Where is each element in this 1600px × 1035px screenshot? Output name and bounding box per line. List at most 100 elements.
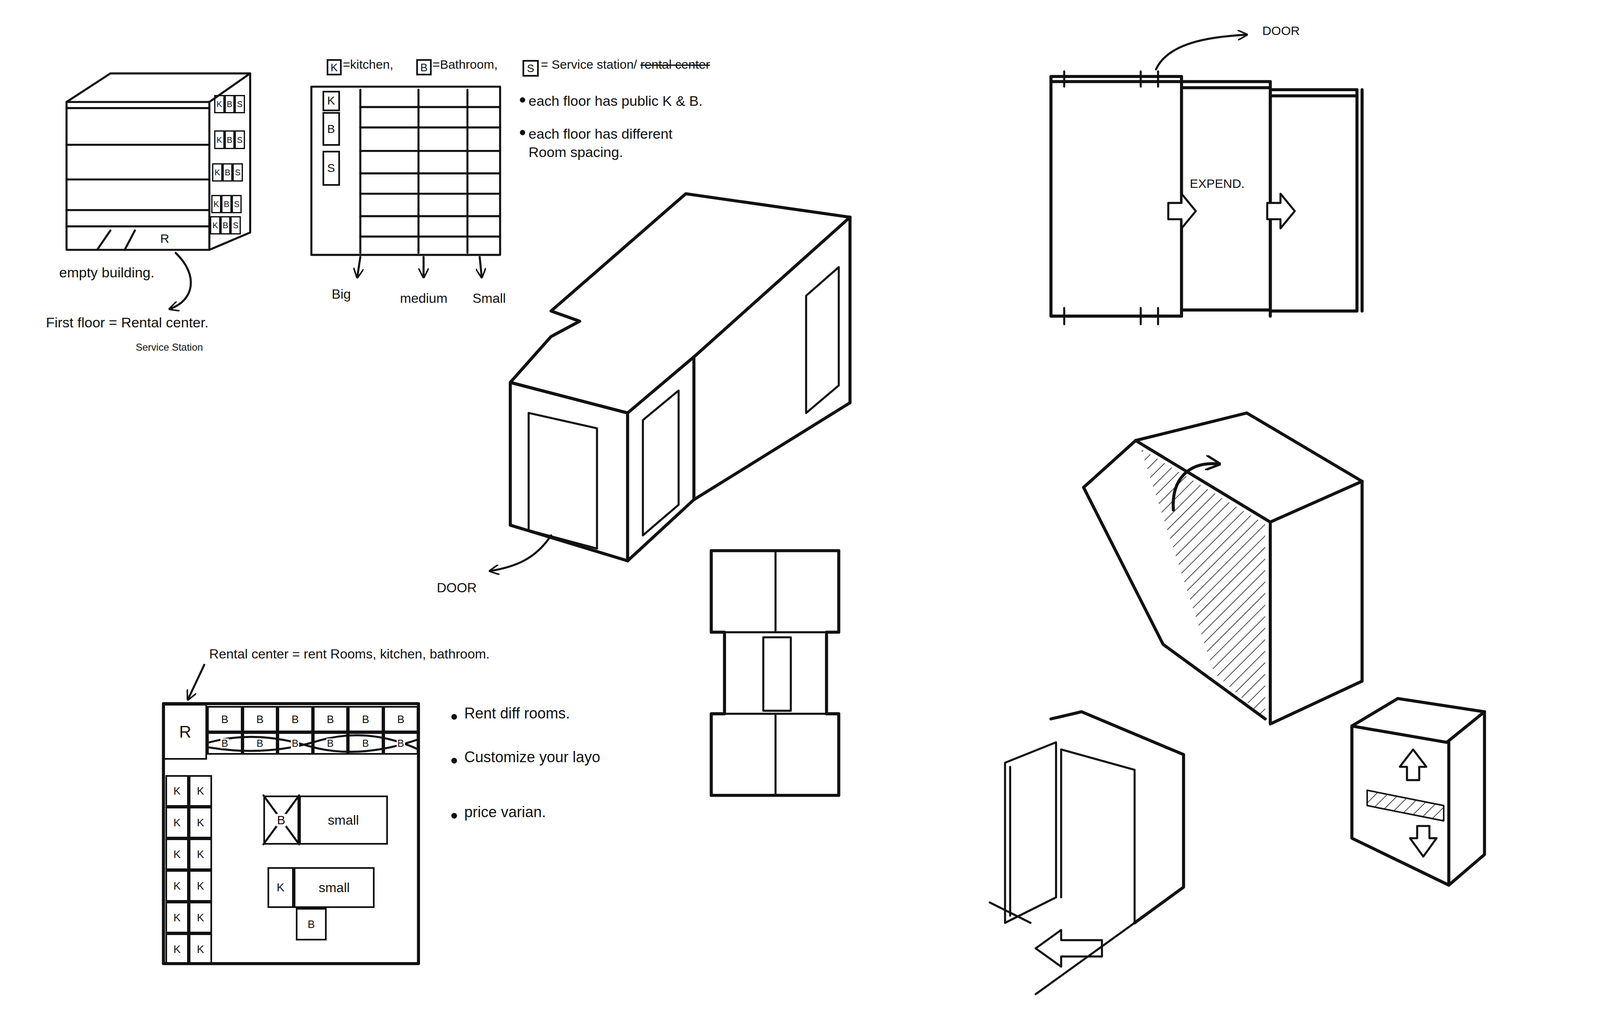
block-side: [627, 217, 850, 561]
box-letter: B: [307, 919, 315, 930]
box-letter: K: [276, 882, 285, 894]
box-letter: K: [197, 817, 205, 829]
box-letter: K: [173, 849, 181, 860]
box-letter: B: [226, 100, 233, 109]
box-letter: S: [237, 135, 243, 145]
sketch-box: K: [214, 130, 225, 149]
sketch-box: B: [220, 216, 231, 235]
box-letter: K: [173, 817, 181, 829]
bullet-dot: [520, 98, 525, 102]
cross-out: [263, 795, 300, 845]
box-letter: K: [197, 785, 205, 797]
sketch-box: B: [312, 706, 348, 733]
handwritten-note: Service Station: [135, 340, 203, 354]
sketch-box: K: [214, 95, 225, 114]
box-letter: K: [327, 95, 335, 107]
box-letter: B: [255, 738, 265, 749]
cube-sides: [1352, 712, 1485, 886]
box-door: [1005, 742, 1056, 923]
box-letter: B: [220, 738, 229, 749]
sketch-box: K: [165, 775, 189, 808]
leader-arrow: [490, 535, 552, 572]
handwritten-note: medium: [400, 290, 448, 308]
module-plan-lines: [724, 550, 827, 796]
bullet-dot: [452, 759, 457, 763]
sketch-box: K: [165, 933, 189, 966]
sketch-box: B: [242, 732, 278, 755]
bullet-dot: [452, 814, 457, 818]
hatched-interior: [1140, 448, 1266, 720]
sketch-box: B: [224, 130, 235, 149]
sketch-box: small: [293, 867, 375, 909]
box-letter: B: [326, 714, 334, 725]
sketch-box: B: [222, 163, 233, 182]
box-letter: B: [223, 200, 230, 209]
sketch-lines: [66, 34, 1485, 995]
sketch-box: B: [263, 795, 300, 845]
box-letter: B: [222, 221, 229, 230]
handwritten-note: Small: [472, 290, 506, 308]
sketch-box: K: [210, 216, 220, 235]
sketch-box: B: [347, 732, 383, 755]
sketch-box: S: [234, 130, 245, 149]
floor-lines: [66, 108, 210, 227]
handwritten-note: =Bathroom,: [432, 56, 498, 73]
handwritten-note: Rent diff rooms.: [464, 704, 570, 724]
leader-arrow: [169, 252, 191, 310]
sketch-box: B: [277, 706, 313, 733]
sketch-box: K: [188, 933, 213, 966]
sketch-box: K: [212, 163, 223, 182]
hollow-arrow: [1267, 193, 1295, 229]
box-letter: S: [233, 200, 240, 209]
box-letter: B: [397, 714, 405, 725]
sketch-box: small: [299, 795, 388, 845]
box-letter: B: [290, 738, 300, 749]
floor-plan-outline: [311, 86, 500, 255]
handwritten-note: = Service station/: [540, 56, 638, 73]
door-outline: [806, 267, 839, 413]
sketch-box: K: [165, 807, 189, 839]
sketch-box: B: [295, 908, 327, 941]
cabinet-side: [1270, 481, 1363, 725]
building-top: [66, 73, 251, 103]
sketch-box: S: [234, 95, 245, 114]
sketch-box: B: [416, 59, 432, 76]
handwritten-note: DOOR: [436, 579, 477, 598]
expand-room: [1050, 76, 1182, 317]
box-letter: K: [197, 912, 205, 924]
box-letter: K: [197, 944, 205, 955]
building-side: [209, 73, 250, 250]
box-letter: small: [327, 813, 360, 828]
sketch-box: S: [522, 60, 539, 77]
box-letter: S: [237, 100, 243, 109]
sketch-box: S: [230, 216, 241, 235]
box-letter: K: [212, 221, 218, 230]
door-outline: [642, 390, 679, 536]
box-letter: K: [197, 849, 205, 860]
box-letter: K: [197, 880, 205, 892]
sketch-box: B: [277, 732, 313, 755]
handwritten-note: =kitchen,: [342, 56, 394, 73]
sketch-box: K: [188, 870, 213, 903]
box-opening: [1061, 749, 1135, 923]
sketch-box: B: [221, 195, 232, 214]
sketch-box: K: [326, 59, 343, 76]
box-letter: K: [216, 135, 223, 145]
box-letter: S: [527, 62, 535, 74]
box-letter: B: [256, 714, 264, 725]
box-letter: S: [232, 221, 239, 230]
handwritten-note: EXPEND.: [1190, 175, 1245, 192]
cabinet-door: [1083, 440, 1266, 720]
sketch-box: K: [165, 870, 189, 903]
box-letter: B: [361, 738, 370, 749]
sketch-box: K: [165, 838, 189, 871]
rental-plan-outline: [163, 703, 419, 964]
handwritten-note: R: [160, 230, 170, 247]
entrance-lines: [97, 230, 135, 250]
handwritten-note: Customize your layo: [464, 747, 600, 768]
box-letter: K: [173, 880, 181, 892]
module-plan: [711, 550, 839, 796]
hollow-arrow: [1168, 193, 1196, 229]
box-letter: B: [291, 714, 299, 725]
